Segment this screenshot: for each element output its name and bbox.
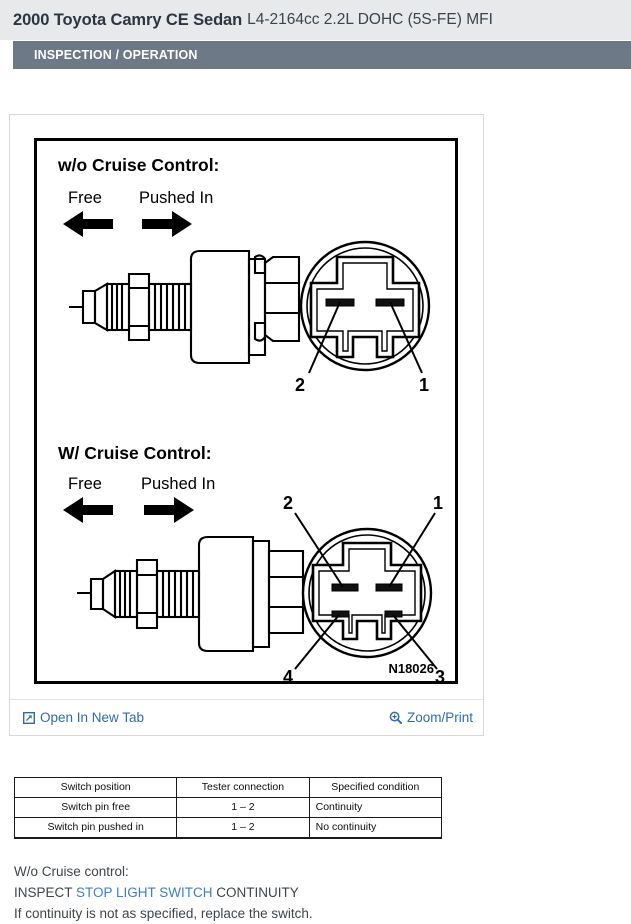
procedure-line-1: W/o Cruise control: [14, 864, 129, 879]
arrow-left-icon [63, 211, 113, 237]
cell-switch-position: Switch pin free [13, 797, 178, 818]
cell-specified-condition: No continuity [308, 817, 443, 839]
figure-footer: Open In New Tab Zoom/Print [10, 699, 483, 735]
vehicle-title-bar: 2000 Toyota Camry CE Sedan L4-2164cc 2.2… [0, 0, 631, 40]
stop-light-switch-diagram: w/o Cruise Control: Free Pushed In [37, 141, 455, 681]
cell-tester-connection: 1 – 2 [176, 817, 310, 839]
terminal-label-top-2: 2 [295, 375, 305, 395]
procedure-text-block: W/o Cruise control: INSPECT STOP LIGHT S… [14, 861, 604, 924]
col-header-specified-condition: Specified condition [308, 777, 443, 798]
open-in-new-tab-link[interactable]: Open In New Tab [23, 710, 144, 725]
switch-body-2pin [69, 249, 301, 365]
connector-face-4pin [294, 512, 438, 670]
section-header-bar: INSPECTION / OPERATION [13, 41, 631, 69]
stop-light-switch-link[interactable]: STOP LIGHT SWITCH [76, 885, 213, 900]
panel-bottom-label-pushed: Pushed In [141, 475, 215, 493]
panel-top-label-pushed: Pushed In [139, 189, 213, 207]
panel-bottom-label-free: Free [68, 475, 102, 493]
arrow-right-icon [144, 497, 194, 523]
col-header-switch-position: Switch position [13, 777, 178, 798]
panel-bottom-heading: W/ Cruise Control: [58, 443, 212, 463]
procedure-line-3: If continuity is not as specified, repla… [14, 906, 313, 921]
spec-table-container: Switch position Tester connection Specif… [13, 777, 443, 839]
terminal-label-top-1: 1 [419, 375, 429, 395]
table-row: Switch pin free 1 – 2 Continuity [13, 797, 443, 818]
table-header-row: Switch position Tester connection Specif… [13, 777, 443, 798]
connector-face-2pin [299, 240, 431, 374]
figure-image[interactable]: w/o Cruise Control: Free Pushed In [34, 138, 458, 684]
new-tab-icon [23, 711, 35, 724]
procedure-continuity-suffix: CONTINUITY [212, 885, 299, 900]
terminal-label-bottom-2: 2 [283, 493, 293, 513]
figure-id-label: N18026 [388, 661, 434, 676]
section-title: INSPECTION / OPERATION [34, 48, 198, 62]
cell-specified-condition: Continuity [308, 797, 443, 818]
panel-top-heading: w/o Cruise Control: [57, 155, 219, 175]
zoom-print-link[interactable]: Zoom/Print [389, 710, 473, 725]
panel-top-label-free: Free [68, 189, 102, 207]
switch-body-4pin [77, 535, 305, 653]
procedure-line-2: INSPECT STOP LIGHT SWITCH CONTINUITY [14, 882, 604, 903]
specification-table: Switch position Tester connection Specif… [13, 777, 443, 839]
cell-tester-connection: 1 – 2 [176, 797, 310, 818]
magnifier-plus-icon [389, 711, 402, 724]
procedure-inspect-prefix: INSPECT [14, 885, 77, 900]
arrow-left-icon [63, 497, 113, 523]
terminal-label-bottom-1: 1 [433, 493, 443, 513]
vehicle-name: 2000 Toyota Camry CE Sedan [13, 10, 243, 29]
figure-container: w/o Cruise Control: Free Pushed In [9, 114, 484, 736]
vehicle-engine: L4-2164cc 2.2L DOHC (5S-FE) MFI [247, 11, 493, 28]
cell-switch-position: Switch pin pushed in [13, 817, 178, 839]
zoom-print-label: Zoom/Print [406, 710, 473, 725]
open-in-new-tab-label: Open In New Tab [40, 710, 145, 725]
terminal-label-bottom-4: 4 [283, 667, 293, 681]
arrow-right-icon [142, 211, 192, 237]
col-header-tester-connection: Tester connection [176, 777, 310, 798]
terminal-label-bottom-3: 3 [435, 667, 445, 681]
table-row: Switch pin pushed in 1 – 2 No continuity [13, 817, 443, 839]
